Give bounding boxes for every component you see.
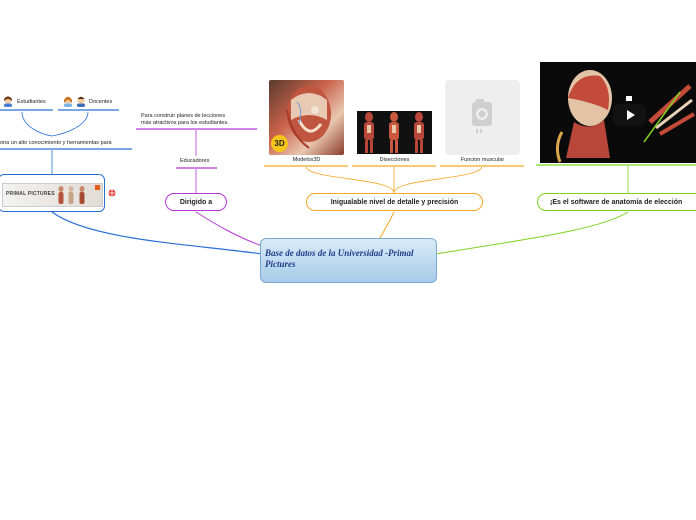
- educadores-desc: Para construir planes de lecciones más a…: [141, 113, 229, 127]
- link-detalle-funcion: [394, 167, 482, 193]
- funcion-muscular-image[interactable]: [445, 80, 520, 155]
- central-topic[interactable]: Base de datos de la Universidad -Primal …: [260, 238, 437, 283]
- 3d-badge-label: 3D: [274, 139, 284, 148]
- branch-dirigido-label: Dirigido a: [180, 199, 212, 206]
- primal-pictures-banner: PRIMAL PICTURES: [2, 183, 103, 207]
- student-avatar-icon: [2, 95, 14, 107]
- link-left-est: [22, 112, 52, 136]
- 3d-badge: 3D: [271, 135, 288, 152]
- logo-text: PRIMAL PICTURES: [6, 191, 55, 197]
- funcion-muscular-label: Funcion muscular: [445, 157, 520, 163]
- disecciones-image[interactable]: [357, 111, 432, 154]
- link-central-left: [52, 212, 262, 254]
- teacher-female-icon: [62, 95, 74, 107]
- link-central-software: [436, 212, 628, 254]
- link-central-dirigido: [196, 212, 262, 246]
- link-central-detalle: [380, 212, 394, 238]
- link-globe-icon[interactable]: [108, 189, 116, 197]
- disecciones-label: Disecciones: [357, 157, 432, 163]
- left-logo-node[interactable]: PRIMAL PICTURES: [0, 174, 105, 212]
- play-icon: [624, 109, 636, 121]
- docentes-label: Docentes: [89, 99, 112, 105]
- dissection-figures-illustration: [357, 111, 432, 154]
- modelos3d-label: Modelos3D: [269, 157, 344, 163]
- estudiantes-label: Estudiantes: [17, 99, 46, 105]
- teacher-male-icon: [75, 95, 87, 107]
- educadores-desc-line2: más atractivos para los estudiantes.: [141, 120, 229, 127]
- play-button[interactable]: [613, 104, 646, 126]
- branch-detalle[interactable]: Inigualable nivel de detalle y precisión: [306, 193, 483, 211]
- link-left-doc: [52, 112, 88, 136]
- educadores-label: Educadores: [180, 158, 209, 164]
- anatomy-figures-icon: [55, 185, 101, 205]
- image-placeholder-icon: [445, 80, 520, 155]
- branch-dirigido[interactable]: Dirigido a: [165, 193, 227, 211]
- link-detalle-modelos: [306, 167, 394, 193]
- branch-detalle-label: Inigualable nivel de detalle y precisión: [331, 199, 459, 206]
- video-thumbnail[interactable]: [540, 62, 696, 163]
- branch-software[interactable]: ¡Es el software de anatomía de elección: [537, 193, 696, 211]
- educadores-desc-line1: Para construir planes de lecciones: [141, 113, 229, 120]
- branch-software-label: ¡Es el software de anatomía de elección: [550, 199, 682, 206]
- modelos3d-image[interactable]: 3D: [269, 80, 344, 155]
- central-topic-label: Base de datos de la Universidad -Primal …: [265, 248, 414, 269]
- left-desc-text: ona un alto conocimiento y herramientas …: [0, 140, 112, 146]
